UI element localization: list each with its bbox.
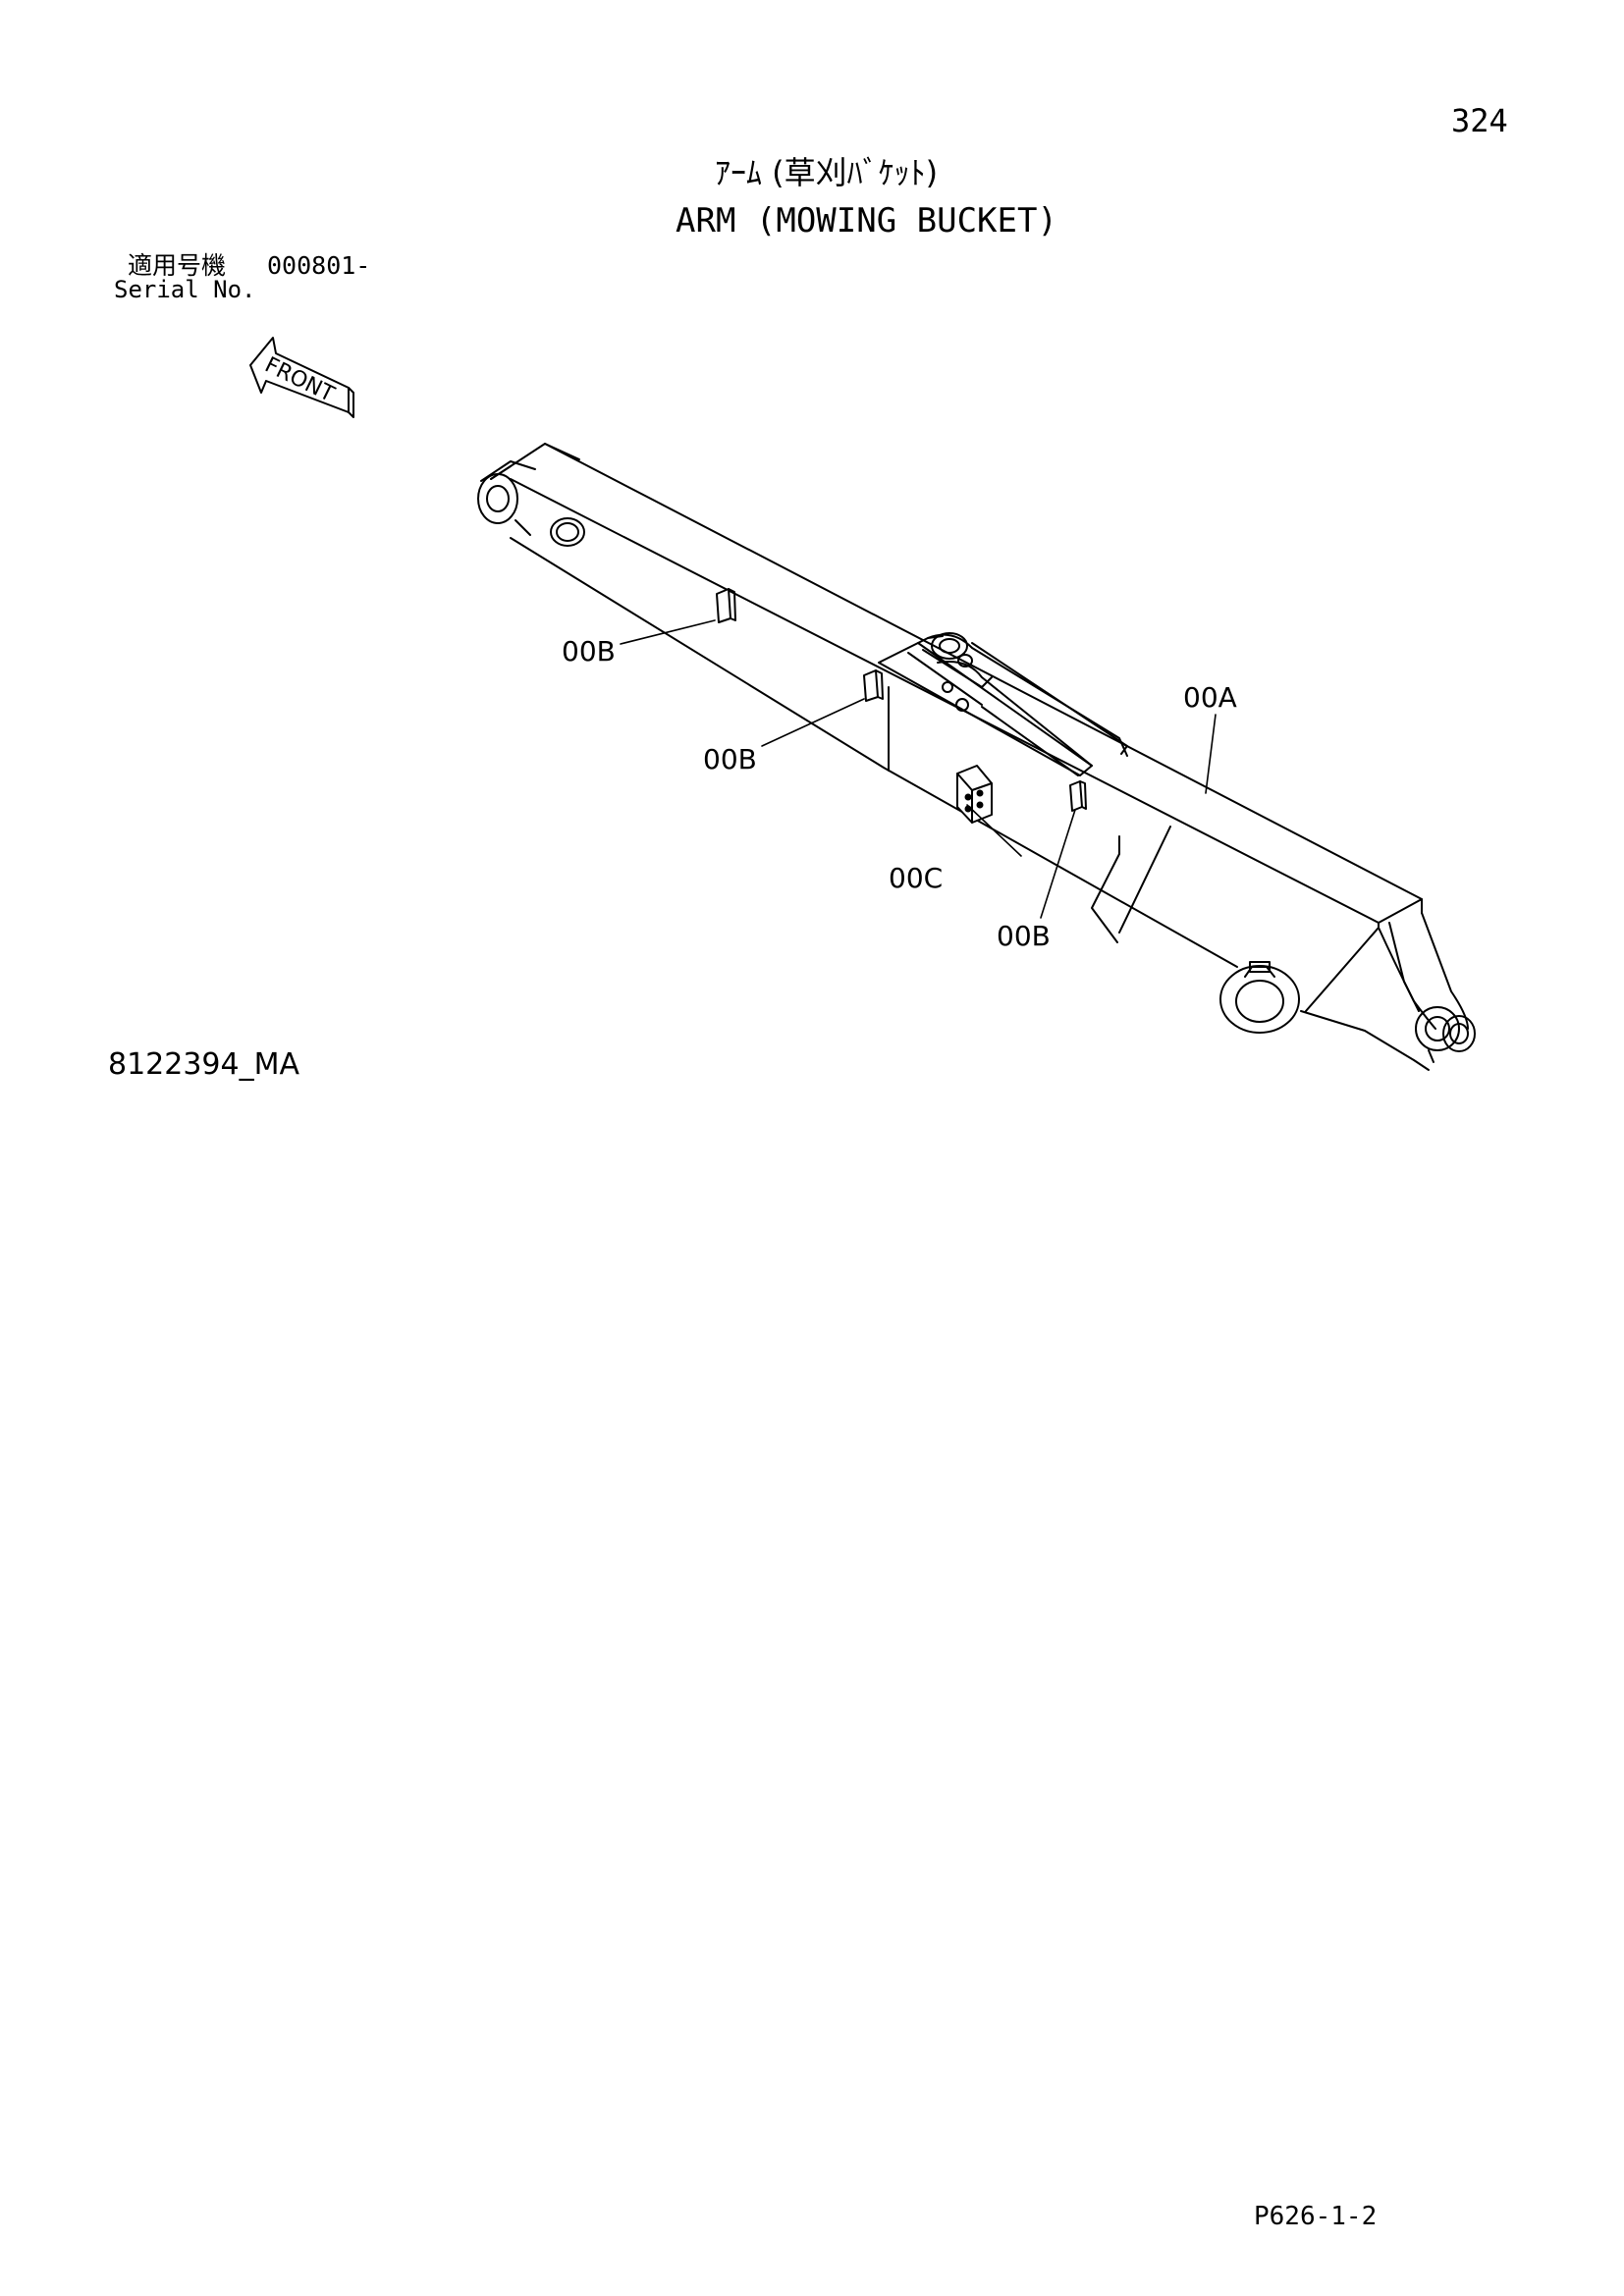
serial-range: 000801- [267, 251, 371, 280]
clamp-part-b3 [1069, 780, 1087, 812]
callout-labels: 00B 00B 00A 00C 00B [562, 635, 1237, 952]
callout-00b-2: 00B [703, 743, 757, 775]
callout-00b-3: 00B [997, 920, 1051, 952]
page-number: 324 [1451, 102, 1508, 139]
cylinder-bracket [878, 632, 1128, 776]
callout-00c: 00C [889, 862, 943, 894]
front-label: FRONT [261, 352, 339, 407]
clamp-part-b2 [863, 669, 884, 702]
arm-body [477, 443, 1476, 1071]
page-title-japanese: ｱｰﾑ (草刈ﾊﾞｹｯﾄ) [715, 154, 939, 191]
sheet-code: P626-1-2 [1254, 2202, 1378, 2231]
serial-label-japanese: 適用号機 [128, 251, 227, 280]
clamp-part-b1 [716, 588, 736, 623]
front-arrow-icon: FRONT [249, 337, 354, 418]
drawing-code: 8122394_MA [108, 1047, 300, 1082]
serial-label: Serial No. [114, 276, 256, 303]
page-title: ARM (MOWING BUCKET) [676, 201, 1057, 240]
leader-lines [620, 619, 1217, 919]
callout-00b-1: 00B [562, 635, 616, 667]
callout-00a: 00A [1183, 681, 1237, 714]
block-part-c [956, 765, 993, 824]
